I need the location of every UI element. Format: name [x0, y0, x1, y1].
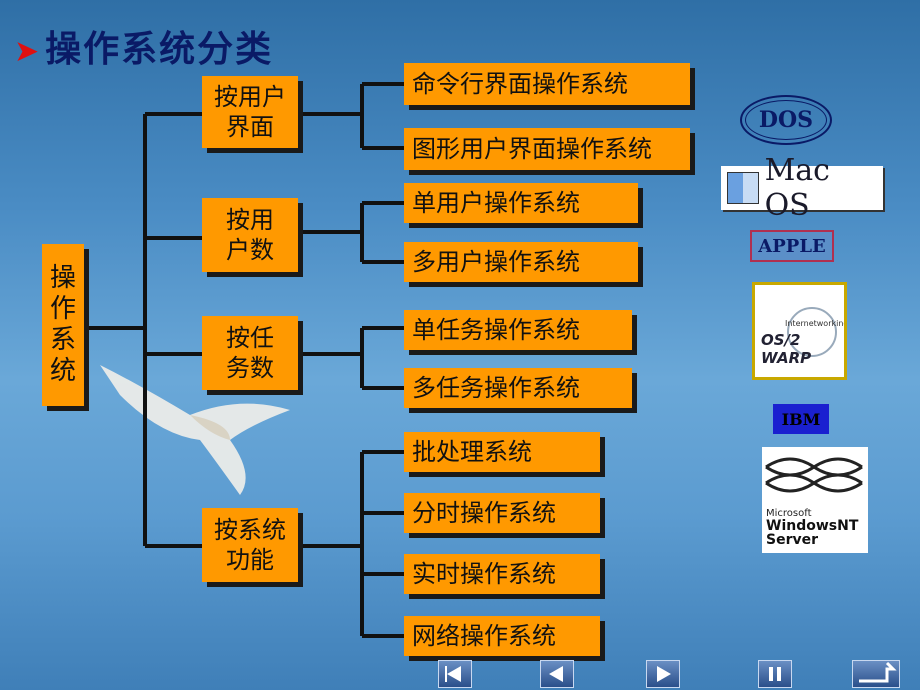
leaf-single-user-os: 单用户操作系统	[404, 183, 638, 223]
leaf-single-task-os: 单任务操作系统	[404, 310, 632, 350]
os2-small-text: Internetworking	[785, 319, 847, 328]
next-slide-button[interactable]	[646, 660, 680, 688]
leaf-time-sharing-os: 分时操作系统	[404, 493, 600, 533]
ibm-label-text: IBM	[781, 409, 821, 429]
bullet-arrow-icon: ➤	[14, 34, 42, 69]
pause-button[interactable]	[758, 660, 792, 688]
nt-knot-icon	[765, 457, 863, 493]
macos-logo: Mac OS	[721, 153, 883, 223]
leaf-batch-system: 批处理系统	[404, 432, 600, 472]
leaf-network-os: 网络操作系统	[404, 616, 600, 656]
root-node: 操 作 系 统	[42, 244, 84, 406]
first-slide-button[interactable]	[438, 660, 472, 688]
leaf-multi-user-os: 多用户操作系统	[404, 242, 638, 282]
seagull-image	[100, 365, 290, 495]
leaf-gui-os: 图形用户界面操作系统	[404, 128, 690, 170]
group-node-tasks: 按任 务数	[202, 316, 298, 390]
os2-warp-logo: Internetworking OS/2 WARP	[752, 282, 847, 380]
group-node-ui: 按用户 界面	[202, 76, 298, 148]
dos-logo: DOS	[740, 95, 832, 145]
previous-slide-icon	[549, 666, 563, 682]
return-button[interactable]	[852, 660, 900, 688]
nt-server-text: Server	[766, 532, 819, 548]
apple-label-text: APPLE	[758, 235, 826, 257]
title-text: 操作系统分类	[45, 29, 274, 70]
next-slide-icon	[657, 666, 671, 682]
leaf-multi-task-os: 多任务操作系统	[404, 368, 632, 408]
pause-icon	[769, 667, 781, 681]
apple-label: APPLE	[750, 230, 834, 262]
mac-face-icon	[727, 172, 759, 204]
group-node-users: 按用 户数	[202, 198, 298, 272]
first-slide-icon	[445, 666, 461, 682]
previous-slide-button[interactable]	[540, 660, 574, 688]
page-title: ➤操作系统分类	[14, 20, 273, 72]
ibm-label: IBM	[773, 404, 829, 434]
windows-nt-server-logo: Microsoft WindowsNT Server	[762, 447, 868, 553]
leaf-real-time-os: 实时操作系统	[404, 554, 600, 594]
os2-logo-text: OS/2 WARP	[761, 331, 812, 367]
nt-windowsnt-text: WindowsNT	[766, 518, 859, 534]
group-node-function: 按系统 功能	[202, 508, 298, 582]
leaf-cli-os: 命令行界面操作系统	[404, 63, 690, 105]
macos-logo-text: Mac OS	[764, 153, 830, 223]
nt-microsoft-text: Microsoft	[766, 508, 812, 519]
return-icon	[859, 661, 897, 683]
